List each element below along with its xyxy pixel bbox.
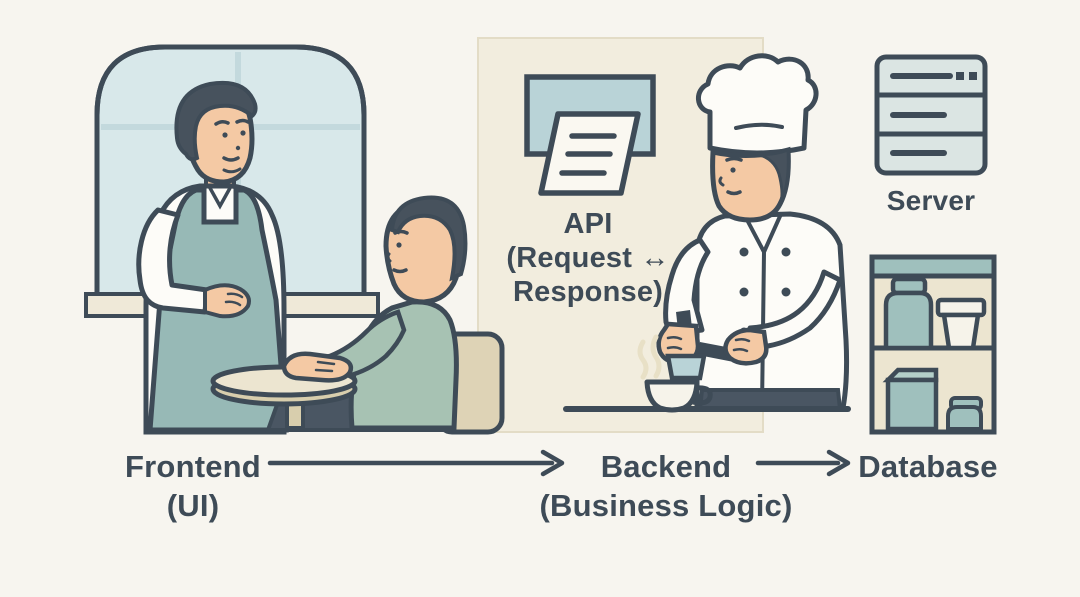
waiter-hair [174, 81, 258, 162]
chef-right-hand [723, 327, 769, 366]
database-label: Database [842, 447, 1014, 486]
server-rack-icon [874, 54, 988, 176]
chef-hat [696, 53, 819, 156]
api-label-line1: API [563, 208, 613, 240]
shirt-collar [208, 186, 232, 210]
backend-subtitle: (Business Logic) [539, 488, 793, 523]
api-label: API (Request ↔ Response) [448, 207, 728, 309]
pantry-shelf-icon [869, 254, 997, 435]
waiter-icon [136, 81, 289, 435]
frontend-subtitle: (UI) [166, 488, 220, 523]
frontend-title: Frontend [125, 449, 261, 484]
customer-hair [389, 195, 468, 282]
arrow-backend-to-database [755, 449, 851, 477]
customer-hands [281, 351, 354, 383]
arrow-frontend-to-backend [267, 449, 565, 477]
coffee-cup-icon [644, 379, 713, 413]
api-label-line2: (Request ↔ [506, 242, 670, 274]
steam-icon [637, 334, 662, 380]
backend-label: Backend (Business Logic) [534, 447, 798, 525]
server-label: Server [886, 185, 976, 216]
database-title: Database [858, 449, 998, 484]
backend-title: Backend [600, 449, 732, 484]
frontend-label: Frontend (UI) [93, 447, 293, 525]
api-label-line3: Response) [512, 276, 664, 308]
chef-hair [755, 147, 790, 205]
portafilter-basket [665, 353, 707, 381]
order-ticket-icon [524, 74, 656, 196]
